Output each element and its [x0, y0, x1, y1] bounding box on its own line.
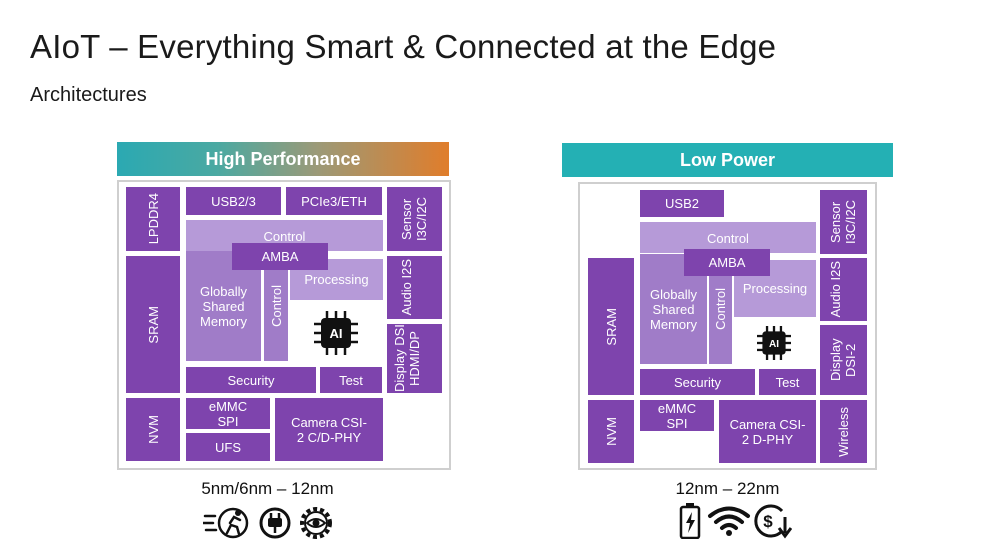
hp-sensor-block: Sensor I3C/I2C [387, 187, 442, 251]
hp-ai-chip-icon: AI [314, 311, 358, 355]
hp-display-block: Display DSI HDMI/DP [387, 324, 442, 393]
hp-lpddr-block: LPDDR4 [126, 187, 180, 251]
lp-display-block: Display DSI-2 [820, 325, 867, 395]
hp-test-block: Test [320, 367, 382, 393]
battery-charge-icon [679, 503, 701, 539]
lp-usb-block: USB2 [640, 190, 724, 217]
svg-text:AI: AI [769, 339, 779, 350]
lp-security-block: Security [640, 369, 755, 395]
page-subtitle: Architectures [30, 84, 147, 106]
hp-process-node-label: 5nm/6nm – 12nm [201, 479, 334, 498]
page-title: AIoT – Everything Smart & Connected at t… [30, 28, 777, 65]
vision-gear-icon [300, 507, 332, 539]
low-power-header: Low Power [562, 143, 893, 177]
hp-audio-block: Audio I2S [387, 256, 442, 319]
hp-sram-block: SRAM [126, 256, 180, 393]
hp-pcie-block: PCIe3/ETH [286, 187, 382, 215]
lp-process-node-label: 12nm – 22nm [675, 479, 780, 498]
lp-audio-block: Audio I2S [820, 258, 867, 321]
svg-text:AI: AI [330, 326, 343, 341]
lp-camera-block: Camera CSI-2 D-PHY [719, 400, 816, 463]
hp-emmc-block: eMMC SPI [186, 398, 270, 429]
lp-control-top-block: Control [640, 222, 816, 253]
lp-sram-block: SRAM [588, 258, 634, 395]
lp-amba-block: AMBA [684, 249, 770, 276]
svg-text:$: $ [763, 512, 773, 531]
hp-usb-block: USB2/3 [186, 187, 281, 215]
lp-control-side-block: Control [709, 254, 732, 364]
lp-wireless-block: Wireless [820, 400, 867, 463]
wifi-icon [708, 506, 750, 536]
hp-nvm-block: NVM [126, 398, 180, 461]
hp-camera-block: Camera CSI-2 C/D-PHY [275, 398, 383, 461]
lp-emmc-block: eMMC SPI [640, 400, 714, 431]
power-plug-icon [259, 507, 291, 539]
lp-sensor-block: Sensor I3C/I2C [820, 190, 867, 254]
lp-nvm-block: NVM [588, 400, 634, 463]
lp-test-block: Test [759, 369, 816, 395]
hp-amba-block: AMBA [232, 243, 328, 270]
running-speed-icon [203, 507, 249, 539]
lp-ai-chip-icon: AI [757, 326, 791, 360]
dollar-down-icon: $ [754, 504, 792, 539]
hp-ufs-block: UFS [186, 433, 270, 461]
high-performance-header: High Performance [117, 142, 449, 176]
hp-security-block: Security [186, 367, 316, 393]
